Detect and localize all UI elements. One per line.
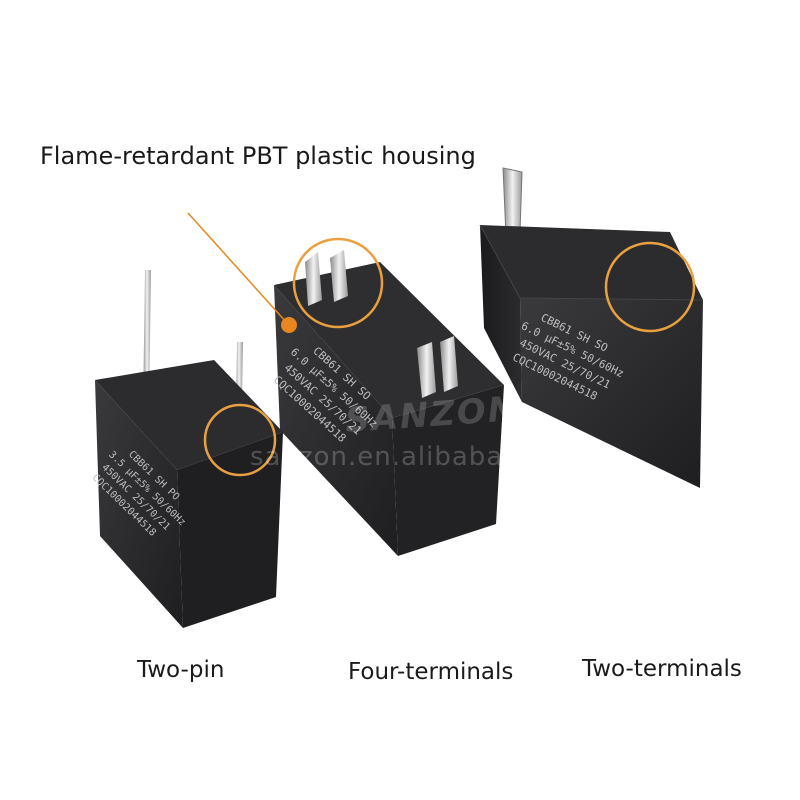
watermark-site: sanzon.en.alibaba.com: [250, 442, 572, 472]
capacitor-four-terminals: [274, 250, 504, 556]
caption-four-terminals: Four-terminals: [348, 659, 514, 685]
label-right: CBB61 SH SO 6.0 μF±5% 50/60Hz 450VAC 25/…: [510, 311, 626, 403]
highlight-circle-two-pin: [203, 403, 277, 477]
caption-two-pin: Two-pin: [137, 657, 225, 683]
capacitor-two-terminals: [479, 167, 704, 488]
callout-dot: [281, 317, 297, 333]
highlight-circle-four-terminals: [292, 237, 384, 329]
feature-heading: Flame-retardant PBT plastic housing: [40, 142, 476, 170]
callout-line: [187, 212, 288, 324]
capacitor-two-pin: [95, 270, 283, 628]
caption-two-terminals: Two-terminals: [582, 656, 742, 682]
highlight-circle-two-terminals: [604, 241, 696, 333]
